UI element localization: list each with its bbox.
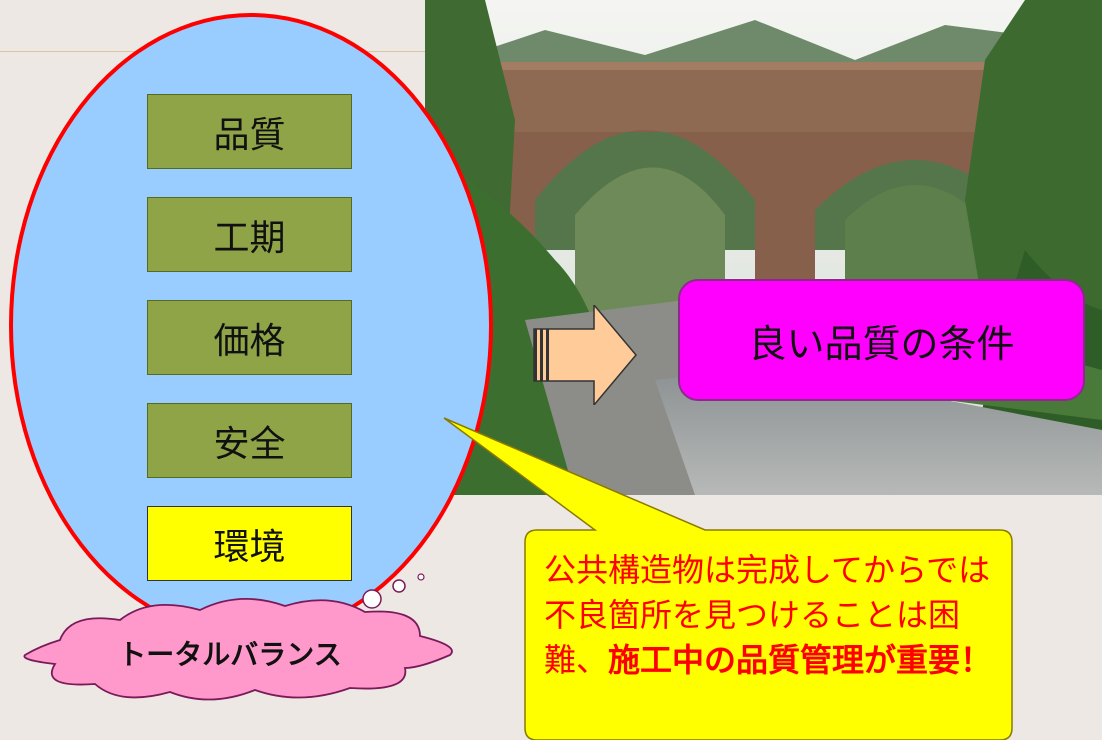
goal-label: 良い品質の条件: [748, 321, 1015, 366]
callout-bold-text: 施工中の品質管理が重要！: [608, 641, 993, 679]
criteria-box-quality: 品質: [147, 94, 352, 169]
criteria-box-schedule: 工期: [147, 197, 352, 272]
criteria-box-safety: 安全: [147, 403, 352, 478]
criteria-label: 価格: [213, 320, 286, 362]
criteria-label: 環境: [213, 526, 286, 568]
right-arrow-icon: [533, 305, 637, 405]
callout-normal-text: 公共構造物は完成してからでは不良箇所を見つけることは困難、: [544, 551, 991, 679]
criteria-label: 安全: [213, 423, 286, 465]
good-quality-conditions-box: 良い品質の条件: [678, 279, 1085, 401]
criteria-box-price: 価格: [147, 300, 352, 375]
criteria-label: 品質: [213, 114, 286, 156]
criteria-label: 工期: [213, 217, 286, 259]
bridge-photo: [425, 0, 1102, 495]
callout-text: 公共構造物は完成してからでは不良箇所を見つけることは困難、施工中の品質管理が重要…: [544, 548, 1014, 683]
total-balance-label: トータルバランス: [118, 638, 342, 671]
criteria-box-environment: 環境: [147, 506, 352, 581]
